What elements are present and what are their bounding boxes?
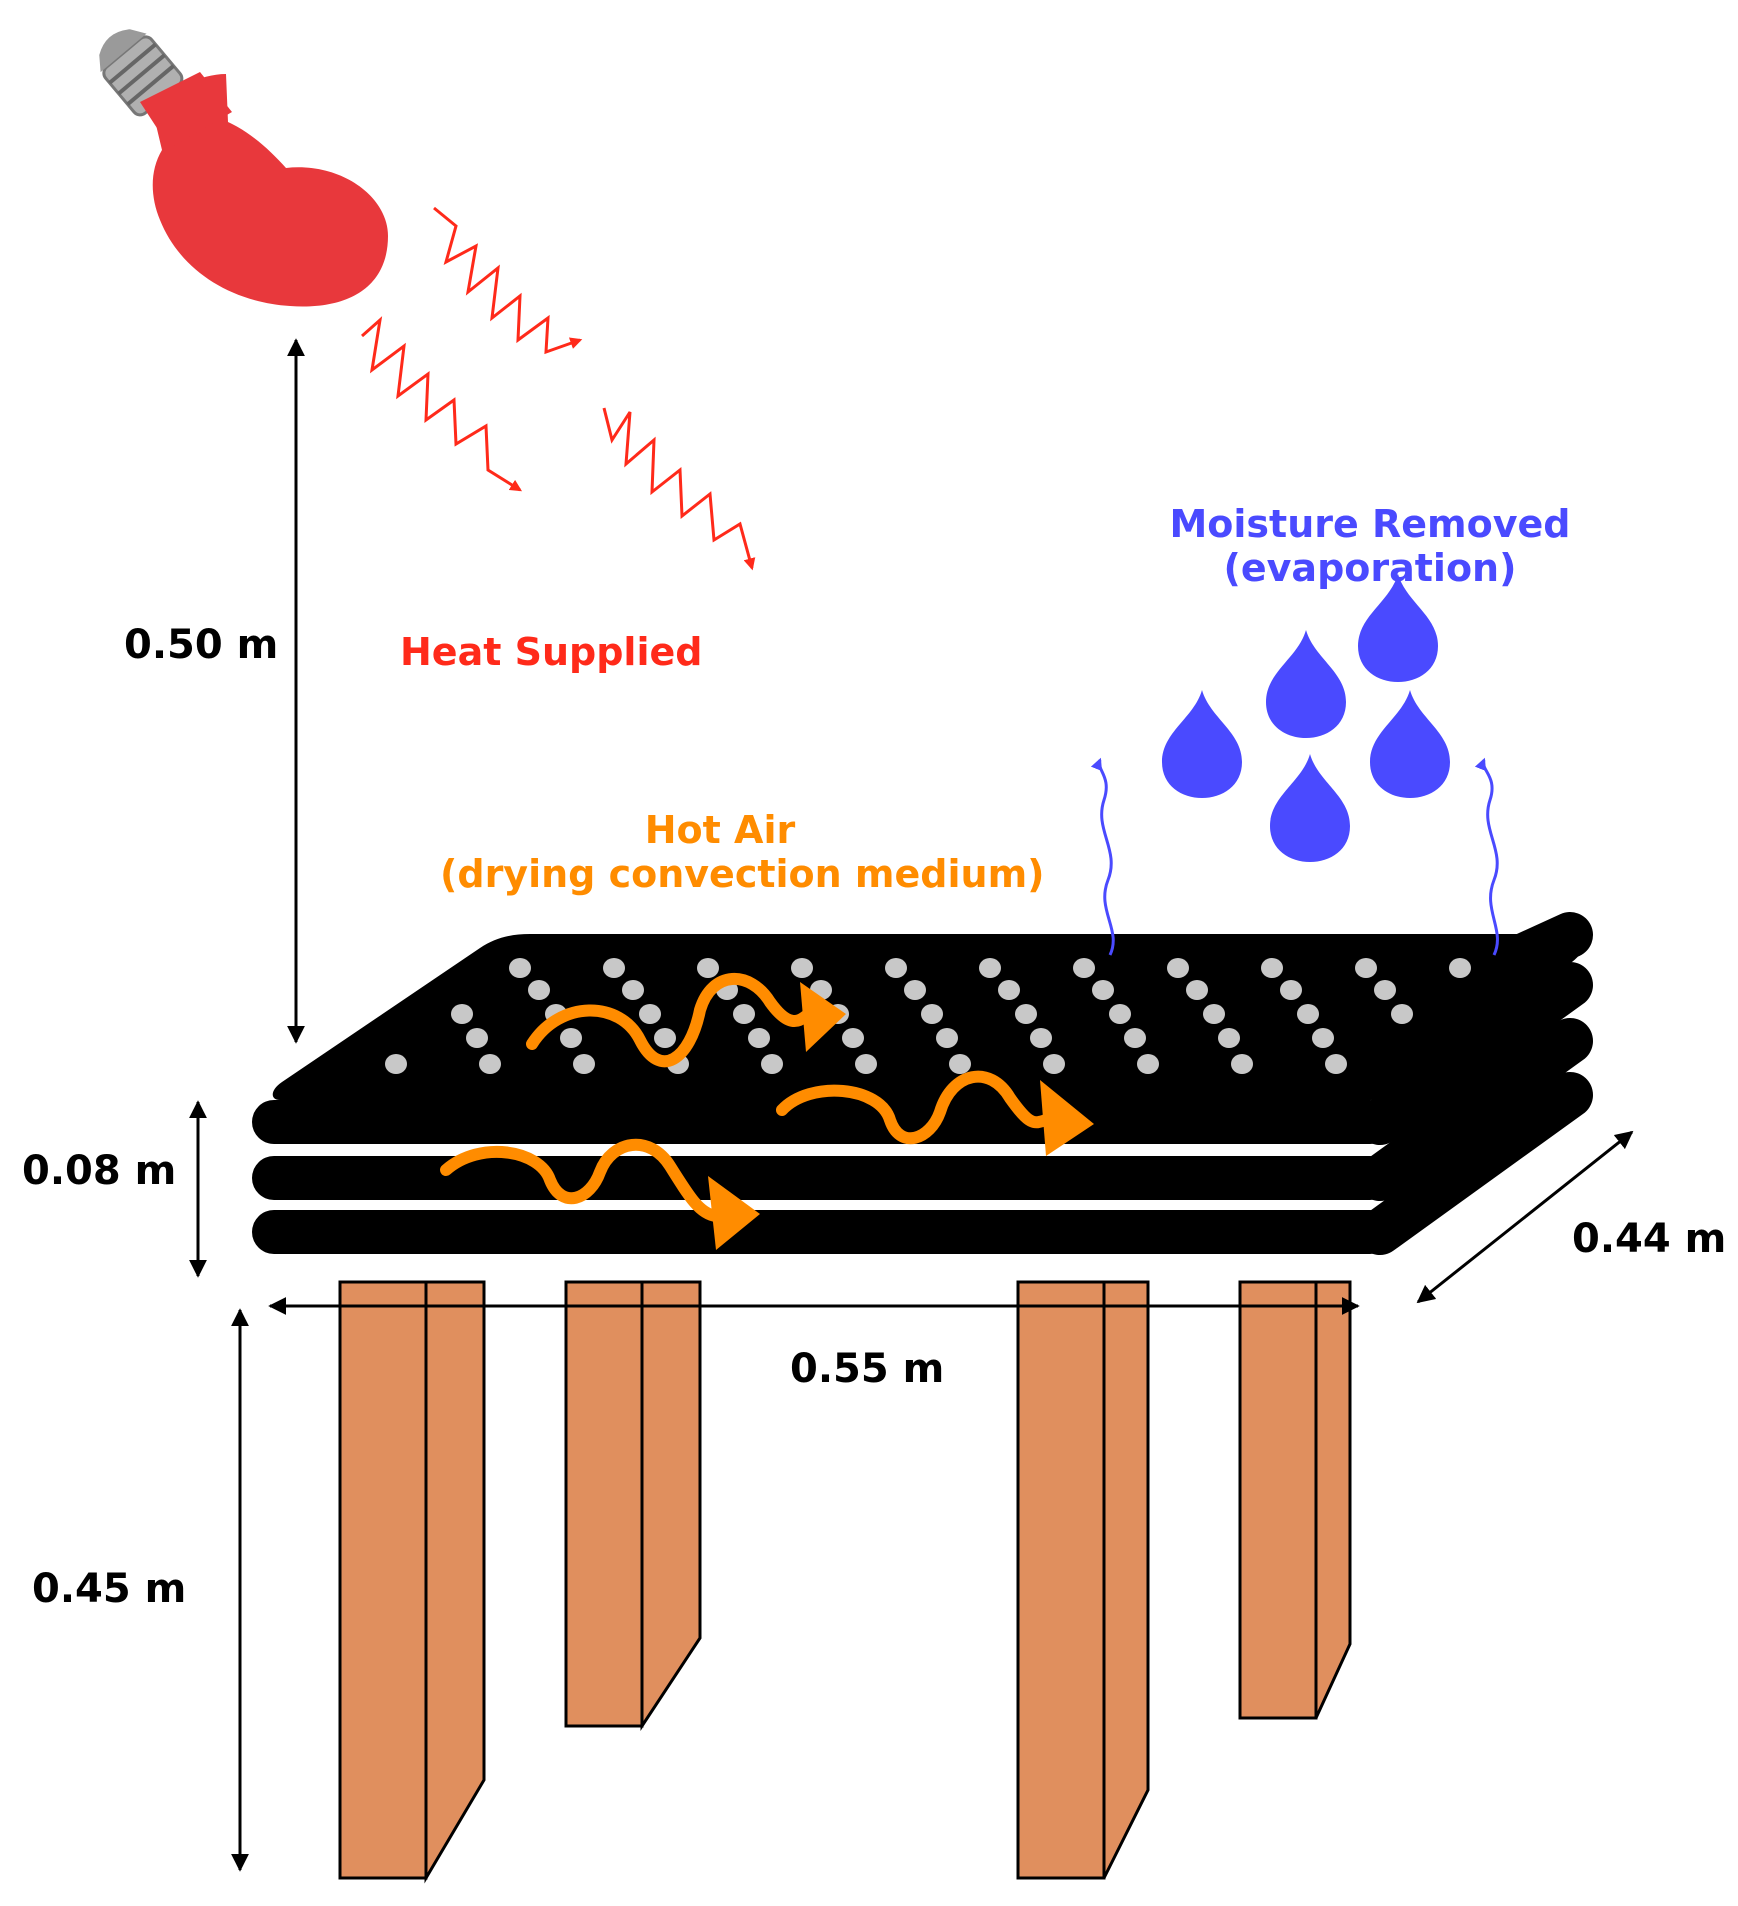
vapor-wisp-right [1474,757,1499,956]
tray-layer-1 [252,1100,1392,1144]
water-droplet-icon [1162,690,1242,798]
tray-hole [1312,1028,1334,1048]
hot-air-arrows [440,972,1094,1250]
leg-front-left [338,1280,486,1884]
water-droplet-icon [1358,574,1438,682]
tray-stack [252,912,1593,1255]
moisture-title: Moisture Removed [1169,502,1571,546]
water-droplet-icon [1370,690,1450,798]
tray-hole [904,980,926,1000]
leg-back-left [564,1280,702,1732]
tray-hole [573,1054,595,1074]
heat-waves [361,206,756,571]
tray-hole [936,1028,958,1048]
tray-hole [1355,958,1377,978]
tray-hole [1218,1028,1240,1048]
tray-side-1 [1357,962,1593,1145]
tray-hole [560,1028,582,1048]
hot-air-label: Hot Air (drying convection medium) [440,808,1045,896]
heat-wave-3 [602,407,756,571]
tray-hole [385,1054,407,1074]
tray-hole [842,1028,864,1048]
vapor-wisp-left [1090,757,1115,956]
moisture-subtitle: (evaporation) [1223,546,1517,590]
leg-front-right [1016,1280,1150,1880]
tray-hole [1167,958,1189,978]
tray-hole [1092,980,1114,1000]
tray-hole [451,1004,473,1024]
water-droplets [1162,574,1450,862]
tray-hole [855,1054,877,1074]
dim-label-tray-thickness: 0.08 m [22,1148,177,1194]
tray-hole [528,980,550,1000]
hot-air-subtitle: (drying convection medium) [440,852,1045,896]
tray-hole [1030,1028,1052,1048]
light-bulb-icon [99,29,388,307]
hot-air-arrow-2 [776,1070,1052,1145]
tray-hole [748,1028,770,1048]
tray-hole [885,958,907,978]
tray-hole [1203,1004,1225,1024]
leg-back-right [1238,1280,1352,1720]
tray-hole [1124,1028,1146,1048]
water-droplet-icon [1266,630,1346,738]
tray-hole [1449,958,1471,978]
hot-air-arrow-3 [440,1138,722,1222]
tray-hole [1137,1054,1159,1074]
hot-air-arrow-1 [526,972,812,1068]
tray-hole [1374,980,1396,1000]
tray-hole [1261,958,1283,978]
tray-hole [1231,1054,1253,1074]
dimension-arrows [189,338,1634,1872]
tray-hole [1280,980,1302,1000]
tray-hole [791,958,813,978]
tray-hole [998,980,1020,1000]
tray-holes [385,958,1471,1074]
tray-hole [1015,1004,1037,1024]
tray-hole [949,1054,971,1074]
tray-side-2 [1357,1018,1593,1201]
tray-hole [733,1004,755,1024]
heat-wave-1 [433,206,583,355]
heat-supplied-text: Heat Supplied [400,630,703,674]
tray-hole [1391,1004,1413,1024]
tray-hole [1186,980,1208,1000]
dim-label-depth: 0.44 m [1572,1216,1727,1262]
dim-label-leg-height: 0.45 m [32,1566,187,1612]
dim-label-width: 0.55 m [790,1346,945,1392]
tray-hole [466,1028,488,1048]
tray-hole [622,980,644,1000]
tray-hole [509,958,531,978]
tray-hole [479,1054,501,1074]
dim-label-lamp-height: 0.50 m [124,622,279,668]
tray-hole [921,1004,943,1024]
moisture-wisps [1090,757,1499,956]
tray-hole [1325,1054,1347,1074]
table-legs [338,1280,1352,1884]
tray-hole [603,958,625,978]
tray-hole [761,1054,783,1074]
tray-hole [1073,958,1095,978]
tray-hole [1297,1004,1319,1024]
tray-hole [979,958,1001,978]
tray-hole [639,1004,661,1024]
water-droplet-icon [1270,754,1350,862]
heat-supplied-label: Heat Supplied [400,630,702,674]
hot-air-title: Hot Air [644,808,796,852]
tray-hole [1109,1004,1131,1024]
tray-hole [1043,1054,1065,1074]
dim-arrow-depth [1416,1130,1634,1304]
heat-wave-2 [361,316,523,492]
tray-layer-3 [252,1210,1392,1254]
tray-layer-2 [252,1156,1392,1200]
tray-hole [654,1028,676,1048]
tray-hole [697,958,719,978]
moisture-label: Moisture Removed (evaporation) [1160,502,1580,590]
